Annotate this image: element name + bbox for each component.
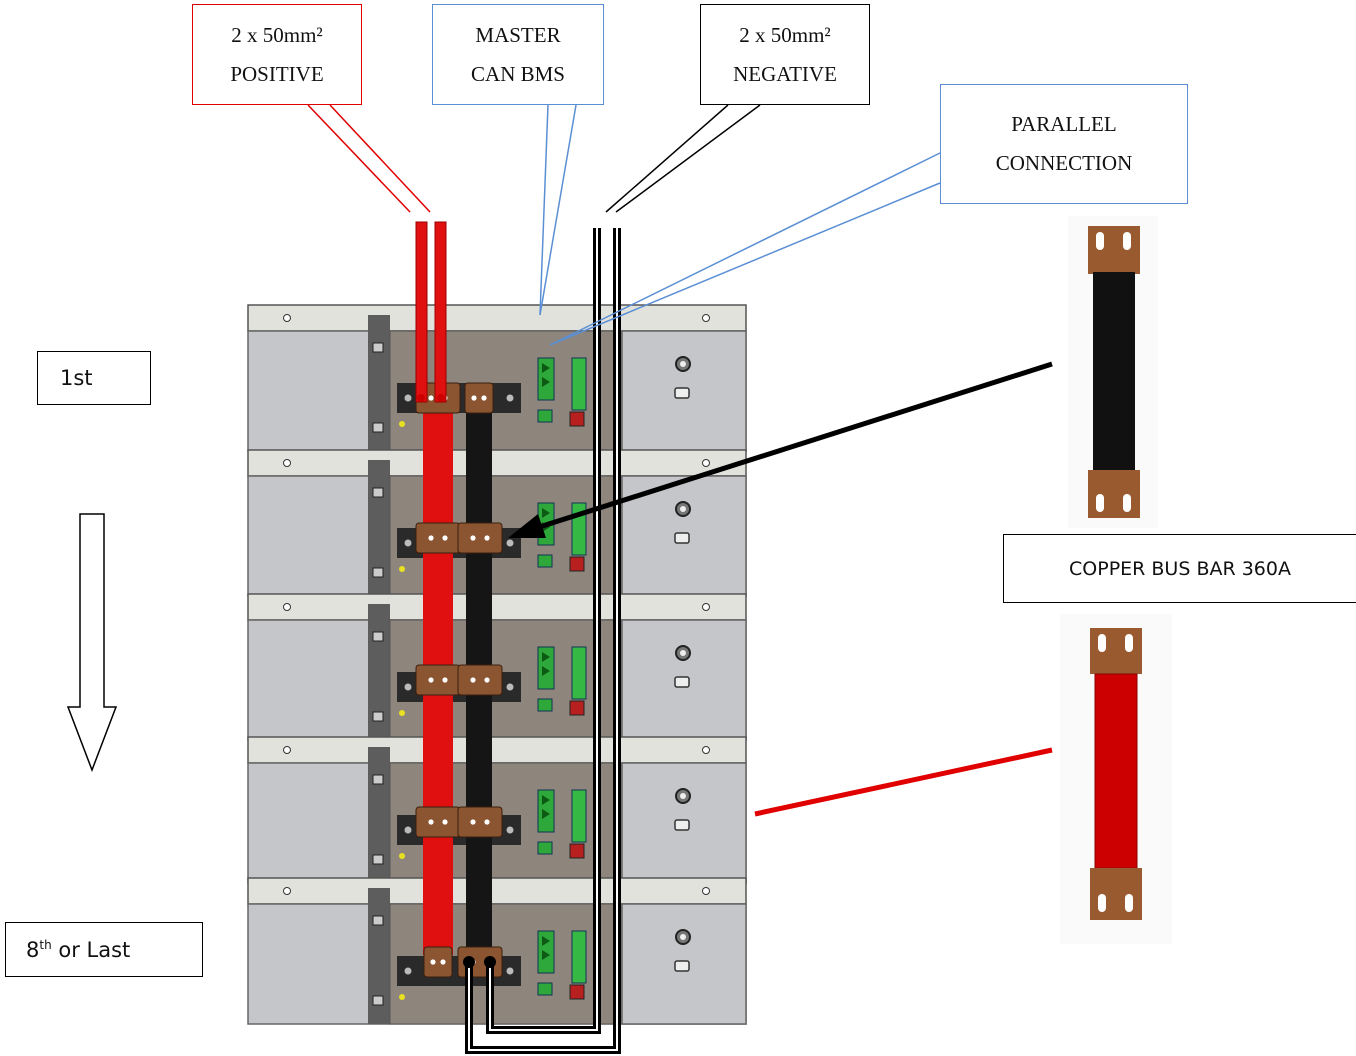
lug-negative	[457, 522, 503, 554]
master-callout-line2: CAN BMS	[471, 61, 565, 86]
negative-cables-inner	[468, 228, 618, 1051]
lug-positive	[415, 522, 461, 554]
black-busbar-arrow	[508, 361, 1053, 538]
negative-callout-pointer	[605, 104, 761, 213]
parallel-callout-pointer	[549, 152, 941, 346]
lug-positive	[415, 664, 461, 696]
positive-cable	[434, 221, 447, 403]
parallel-connection-callout: PARALLEL CONNECTION	[940, 84, 1188, 204]
last-module-number: 8	[26, 937, 40, 962]
last-module-label: 8th or Last	[5, 922, 203, 977]
negative-callout-line2: NEGATIVE	[733, 61, 837, 86]
negative-callout-line1: 2 x 50mm²	[739, 22, 831, 47]
master-callout-line1: MASTER	[475, 22, 561, 47]
first-module-text: 1st	[60, 366, 93, 390]
lug-positive	[415, 806, 461, 838]
parallel-callout-line2: CONNECTION	[995, 151, 1133, 175]
negative-callout: 2 x 50mm² NEGATIVE	[700, 4, 870, 105]
positive-callout: 2 x 50mm² POSITIVE	[192, 4, 362, 105]
lug-positive	[423, 946, 453, 978]
copper-busbar-label: COPPER BUS BAR 360A	[1003, 534, 1356, 603]
master-callout-pointer	[539, 104, 577, 316]
battery-module	[247, 304, 747, 452]
positive-callout-line1: 2 x 50mm²	[231, 22, 323, 47]
positive-callout-line2: POSITIVE	[230, 61, 324, 86]
last-module-rest: or Last	[51, 937, 131, 962]
last-module-text: 8th or Last	[26, 938, 130, 962]
black-busbar-illustration	[1068, 216, 1158, 528]
red-busbar-line	[754, 747, 1053, 817]
lug-negative	[457, 664, 503, 696]
lug-negative	[457, 806, 503, 838]
red-busbar-illustration	[1060, 614, 1172, 944]
positive-cable	[415, 221, 428, 403]
lug-negative	[464, 382, 494, 414]
first-module-label: 1st	[37, 351, 151, 405]
stack-order-arrow	[66, 513, 118, 773]
parallel-callout-line1: PARALLEL	[1011, 112, 1117, 136]
master-can-bms-callout: MASTER CAN BMS	[432, 4, 604, 105]
last-module-suffix: th	[39, 937, 52, 952]
copper-busbar-text: COPPER BUS BAR 360A	[1069, 557, 1291, 580]
positive-callout-pointer	[307, 104, 431, 213]
